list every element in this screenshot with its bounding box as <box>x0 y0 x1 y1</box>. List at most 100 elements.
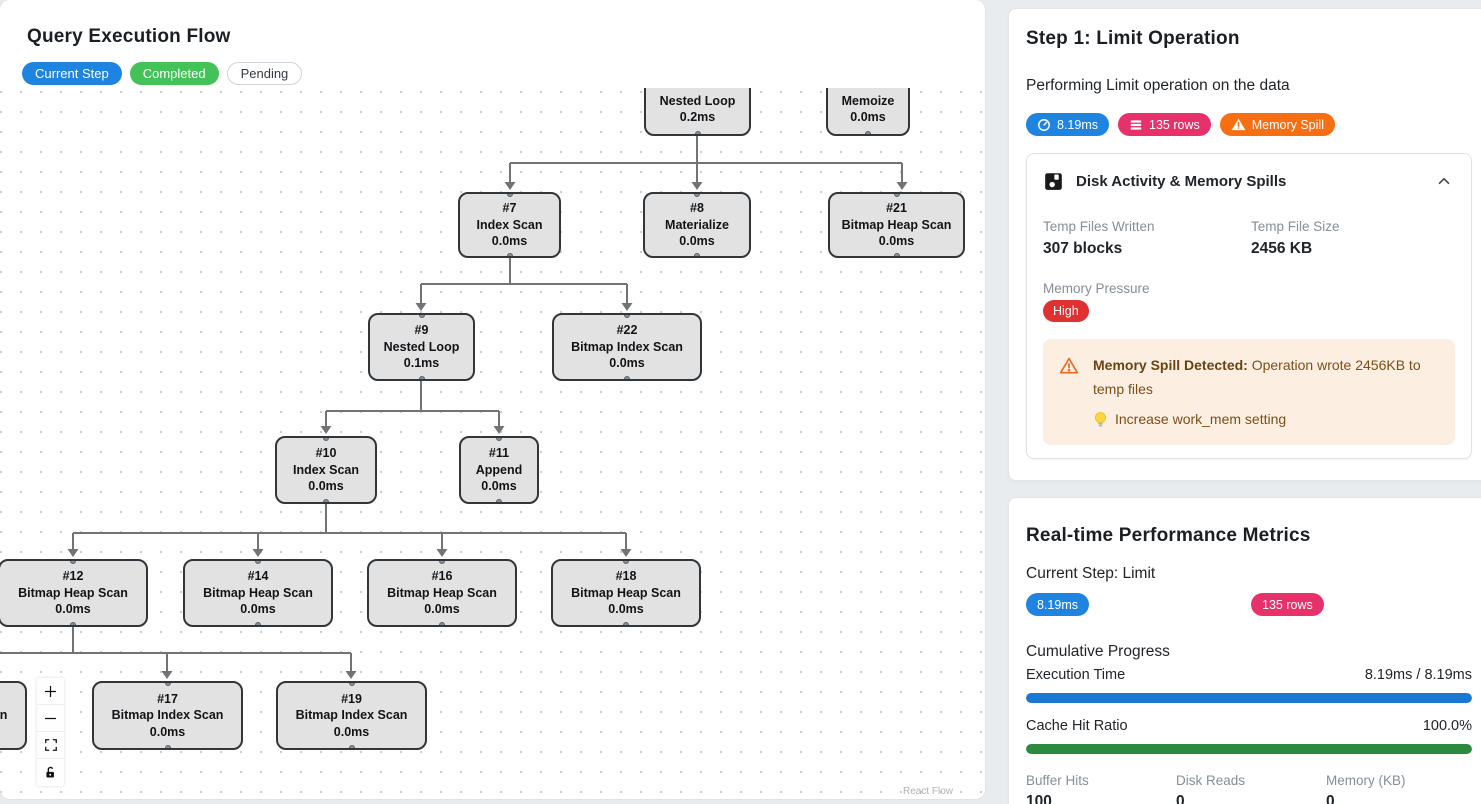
flow-node-line: Bitmap Index Scan <box>0 708 8 723</box>
flow-node-line: Append <box>475 462 523 477</box>
flow-node-line: 0.0ms <box>491 234 528 249</box>
flow-node-line: #11 <box>488 446 510 461</box>
node-handle-top <box>694 194 700 197</box>
flow-node-line: Index Scan <box>476 217 543 232</box>
flow-node[interactable]: Bitmap Index Scan <box>0 681 27 750</box>
stat-label: Disk Reads <box>1176 773 1246 788</box>
flow-node-line: Bitmap Heap Scan <box>841 217 952 232</box>
node-handle-bottom <box>865 131 871 134</box>
step-title: Step 1: Limit Operation <box>1026 28 1240 49</box>
alert-text: Memory Spill Detected: Operation wrote 2… <box>1093 357 1421 397</box>
node-handle-top <box>893 194 900 197</box>
progress-fill <box>1026 693 1472 703</box>
node-handle-top <box>164 683 171 686</box>
node-handle-top <box>348 683 355 686</box>
current-step-label: Current Step: Limit <box>1026 565 1156 582</box>
fit-view-button[interactable] <box>37 732 64 759</box>
reactflow-attribution[interactable]: React Flow <box>903 786 954 797</box>
node-handle-top <box>323 438 329 441</box>
flow-node-line: #22 <box>616 323 638 338</box>
node-handle-bottom <box>70 622 76 625</box>
zoom-in-button[interactable] <box>37 678 64 705</box>
rows-icon <box>1130 119 1142 130</box>
flow-node-line: #12 <box>62 569 84 584</box>
node-handle-top <box>506 194 513 197</box>
node-handle-bottom <box>623 622 629 625</box>
flow-node-line: 0.0ms <box>149 724 186 739</box>
flow-node-line: Bitmap Heap Scan <box>387 585 497 600</box>
node-handle-top <box>70 561 76 564</box>
flow-node-line: 0.0ms <box>333 724 370 739</box>
flow-node-line: 0.0ms <box>424 602 460 617</box>
stat-cell: Disk Reads 0 <box>1176 772 1326 804</box>
flow-node-line: Bitmap Index Scan <box>111 708 224 723</box>
node-handle-bottom <box>164 745 171 748</box>
node-handle-bottom <box>624 376 630 379</box>
flow-node-line: #10 <box>315 446 337 461</box>
flow-node-line: #7 <box>502 201 517 216</box>
alert-suggestion: Increase work_mem setting <box>1115 411 1287 427</box>
status-badge-orange: Memory Spill <box>1219 113 1335 136</box>
stat-value: 0 <box>1326 793 1335 804</box>
unlock-icon <box>46 766 54 778</box>
flow-node-line: 0.0ms <box>878 234 915 249</box>
unlock-button[interactable] <box>37 759 64 786</box>
floppy-disk-icon <box>1043 171 1064 192</box>
flow-node-line: Nested Loop <box>383 339 460 354</box>
flow-node-line: Bitmap Heap Scan <box>18 585 128 600</box>
flow-node-line: Bitmap Heap Scan <box>571 585 681 600</box>
node-handle-top <box>418 315 425 318</box>
stat-label: Buffer Hits <box>1026 773 1089 788</box>
flow-title: Query Execution Flow <box>27 26 231 47</box>
status-badge-pink: 135 rows <box>1118 113 1211 136</box>
flow-node-line: 0.0ms <box>240 602 276 617</box>
flow-node-line: 0.0ms <box>55 602 91 617</box>
node-handle-bottom <box>506 253 513 256</box>
badge-label: Memory Spill <box>1251 117 1324 132</box>
node-handle-bottom <box>418 376 425 379</box>
stat-cell: Memory (KB)0 <box>1326 772 1472 804</box>
flow-node-line: 0.0ms <box>308 479 344 494</box>
zoom-out-button[interactable] <box>37 705 64 732</box>
node-handle-bottom <box>255 622 261 625</box>
collapse-button[interactable] <box>1433 170 1455 192</box>
warning-icon <box>1231 118 1246 131</box>
node-handle-top <box>623 561 629 564</box>
badge-label: 135 rows <box>1149 117 1200 132</box>
node-handle-top <box>255 561 261 564</box>
metric-badge-cell: 8.19ms <box>1026 593 1251 616</box>
metric-badge-blue: 8.19ms <box>1026 593 1089 616</box>
flow-node-line: #14 <box>247 569 269 584</box>
stat-value: 0 <box>1176 793 1185 804</box>
memory-spill-alert: Memory Spill Detected: Operation wrote 2… <box>1043 339 1455 445</box>
flow-node-line: 0.0ms <box>679 234 715 249</box>
flow-node-line: 0.2ms <box>679 110 716 124</box>
fit-view-icon <box>44 739 57 751</box>
flow-node-line: 0.0ms <box>609 356 645 371</box>
metric-badge-cell: 135 rows <box>1251 593 1472 616</box>
memory-pressure-label: Memory Pressure <box>1043 281 1150 296</box>
flow-node-line: 0.0ms <box>850 110 886 124</box>
